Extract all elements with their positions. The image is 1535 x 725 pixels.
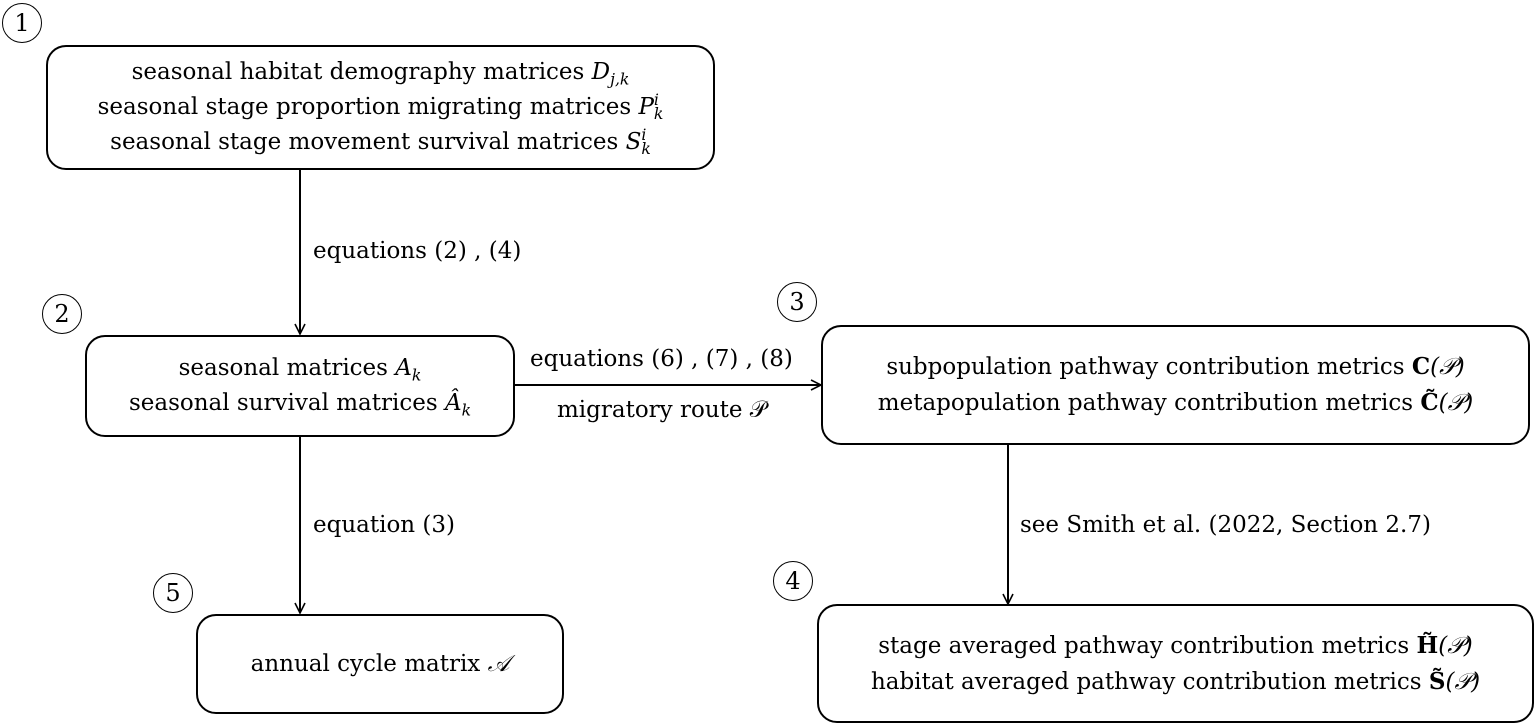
node-5-box: annual cycle matrix 𝒜 [196,614,564,714]
node-2-line-2: seasonal survival matrices Âk [129,386,471,421]
node-3-line-2: metapopulation pathway contribution metr… [878,385,1473,421]
edge-1-2-label: equations (2) , (4) [313,238,522,264]
symbol-D-subscript: j,k [610,69,630,89]
node-1-line-2-text: seasonal stage proportion migrating matr… [97,94,639,120]
node-1-box: seasonal habitat demography matrices Dj,… [46,45,715,170]
node-4-line-2-text: habitat averaged pathway contribution me… [870,668,1429,695]
node-2-box: seasonal matrices Ak seasonal survival m… [85,335,515,437]
node-1-line-2: seasonal stage proportion migrating matr… [98,90,664,125]
node-4-line-1: stage averaged pathway contribution metr… [878,628,1473,664]
symbol-P: P [638,94,654,120]
symbol-A-hat-subscript: k [461,400,472,420]
symbol-C-tilde-argument: (𝒫) [1438,390,1474,416]
symbol-S-superscript: i [641,124,647,144]
node-number-5: 5 [153,573,193,613]
node-3-box: subpopulation pathway contribution metri… [821,325,1530,445]
symbol-P-subscript: k [653,104,664,124]
node-1-line-1: seasonal habitat demography matrices Dj,… [132,55,630,90]
symbol-S-tilde: S̃ [1428,667,1446,695]
node-number-4: 4 [773,561,813,601]
symbol-C-argument: (𝒫) [1430,354,1465,380]
node-4-box: stage averaged pathway contribution metr… [817,604,1534,723]
symbol-S-subscript: k [641,139,651,159]
symbol-P-superscript: i [653,89,659,109]
node-1-line-1-text: seasonal habitat demography matrices [131,59,592,85]
node-4-line-1-text: stage averaged pathway contribution metr… [878,632,1417,659]
node-number-3: 3 [777,282,817,322]
symbol-C: C [1411,353,1431,380]
node-number-1: 1 [2,3,42,43]
node-2-line-1-text: seasonal matrices [178,355,396,381]
symbol-C-tilde: C̃ [1420,389,1439,416]
edge-2-3-label-bottom: migratory route 𝒫 [557,397,767,423]
symbol-A: A [395,355,412,381]
node-1-line-3: seasonal stage movement survival matrice… [110,125,651,160]
node-2-line-1: seasonal matrices Ak [179,351,422,386]
symbol-S-tilde-argument: (𝒫) [1445,668,1481,695]
node-5-line-1-text: annual cycle matrix [250,650,488,677]
node-5-line-1: annual cycle matrix 𝒜 [251,647,510,682]
node-number-2: 2 [42,294,82,334]
node-3-line-2-text: metapopulation pathway contribution metr… [877,390,1421,416]
symbol-A-subscript: k [411,365,422,385]
symbol-A-hat: Â [444,390,462,416]
symbol-D: D [591,59,611,85]
edge-2-3-label-top: equations (6) , (7) , (8) [530,346,793,372]
node-3-line-1-text: subpopulation pathway contribution metri… [886,354,1412,380]
node-4-line-2: habitat averaged pathway contribution me… [871,664,1480,700]
symbol-annual-cycle: 𝒜 [487,650,510,677]
node-1-line-3-text: seasonal stage movement survival matrice… [110,129,626,155]
symbol-H-tilde-argument: (𝒫) [1438,632,1473,659]
edge-2-5-label: equation (3) [313,512,456,538]
symbol-S: S [625,129,642,155]
edge-3-4-label: see Smith et al. (2022, Section 2.7) [1020,512,1431,538]
symbol-H-tilde: H̃ [1416,631,1439,659]
node-3-line-1: subpopulation pathway contribution metri… [886,349,1464,385]
node-2-line-2-text: seasonal survival matrices [128,390,445,416]
